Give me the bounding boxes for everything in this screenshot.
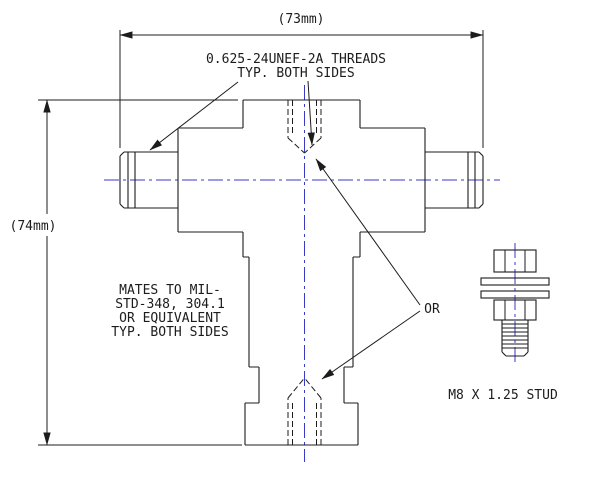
- stud-detail: M8 X 1.25 STUD: [448, 249, 558, 403]
- neck-outline: [245, 367, 358, 404]
- left-flange-outline: [177, 127, 243, 233]
- part-main-body: [242, 99, 361, 446]
- bottom-hole-thread-lines: [287, 377, 322, 445]
- mates-note: MATES TO MIL- STD-348, 304.1 OR EQUIVALE…: [111, 283, 228, 340]
- threads-leader-top-hole: [307, 80, 315, 146]
- or-label: OR: [424, 302, 440, 317]
- stud-thread-lines: [502, 323, 528, 349]
- height-dimension: (74mm): [10, 99, 242, 446]
- stud-threaded-shank: [501, 320, 529, 357]
- or-leader-bottom-hole: [321, 310, 421, 380]
- left-cylinder-outline: [119, 151, 178, 209]
- stud-hex-body: [493, 299, 537, 321]
- stud-nut-body: [493, 249, 537, 273]
- top-hole-thread-lines: [287, 100, 322, 154]
- top-threaded-hole: [287, 100, 322, 154]
- threads-leader-left: [149, 81, 239, 151]
- mates-note-line-4: TYP. BOTH SIDES: [111, 325, 228, 340]
- leader-lines: [149, 80, 421, 380]
- right-flange-outline: [360, 127, 426, 233]
- width-dimension: (73mm): [119, 12, 484, 148]
- left-connector: [119, 127, 243, 233]
- stud-washer-upper: [480, 277, 550, 286]
- height-extension-lines: [38, 99, 242, 446]
- threads-note-line-2: TYP. BOTH SIDES: [237, 66, 354, 81]
- stud-washer-lower: [480, 290, 550, 299]
- stud-hex-outline: [493, 299, 537, 321]
- right-connector: [360, 127, 484, 233]
- mates-note-line-1: MATES TO MIL-: [119, 283, 221, 298]
- stud-washers: [480, 277, 550, 299]
- stud-label: M8 X 1.25 STUD: [448, 388, 558, 403]
- bottom-threaded-hole: [287, 377, 322, 445]
- centerlines: [104, 85, 516, 462]
- dimension-width-label: (73mm): [278, 12, 325, 27]
- stud-nut-facets: [504, 250, 526, 272]
- right-cylinder-outline: [425, 151, 484, 209]
- dimension-height-label: (74mm): [10, 219, 57, 234]
- width-extension-lines: [119, 30, 484, 148]
- mates-note-line-2: STD-348, 304.1: [115, 297, 225, 312]
- upper-block-outline: [242, 99, 361, 258]
- threads-note-line-1: 0.625-24UNEF-2A THREADS: [206, 52, 386, 67]
- bottom-flange-outline: [244, 403, 359, 446]
- stud-nut: [493, 249, 537, 273]
- mid-block-outline: [248, 257, 354, 368]
- mates-note-line-3: OR EQUIVALENT: [119, 311, 221, 326]
- or-leader-top-hole: [315, 158, 421, 306]
- stud-hex-facets: [504, 300, 526, 320]
- threads-note: 0.625-24UNEF-2A THREADS TYP. BOTH SIDES: [206, 52, 386, 81]
